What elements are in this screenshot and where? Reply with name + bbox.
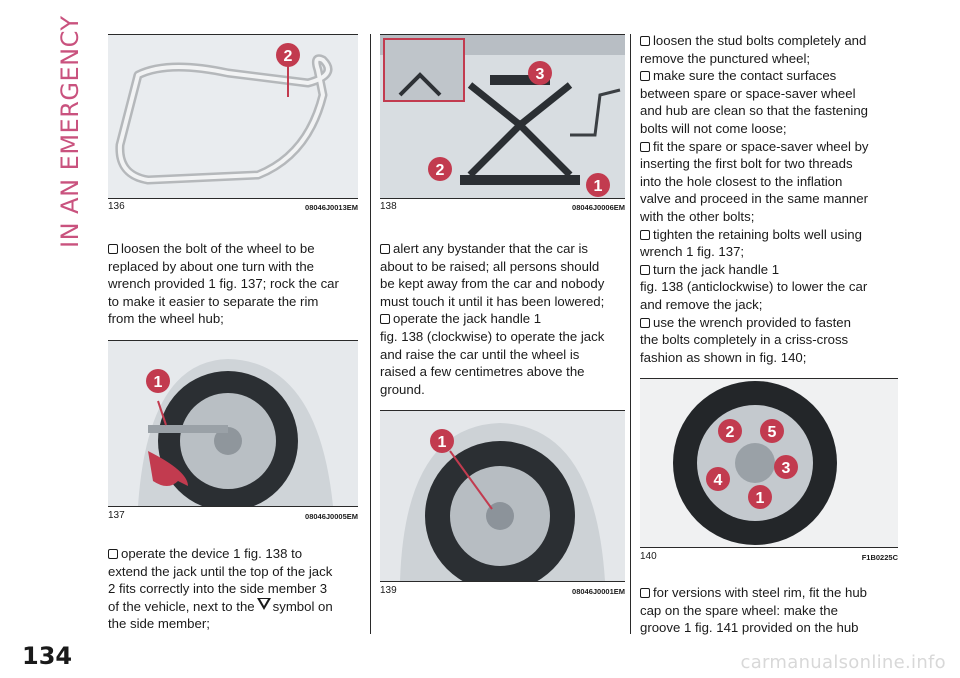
figure-137-image: 1: [108, 341, 358, 506]
figure-138: 3 2 1 138 08046J0006EM: [380, 34, 625, 214]
page-number: 134: [22, 642, 73, 670]
checkbox-bullet-icon: [380, 244, 390, 254]
checkbox-bullet-icon: [640, 588, 650, 598]
checkbox-bullet-icon: [108, 244, 118, 254]
watermark: carmanualsonline.info: [740, 652, 946, 673]
instruction-fit-hub-cap: for versions with steel rim, fit the hub…: [640, 585, 868, 636]
figure-140: 2 5 4 3 1 140 F1B0225C: [640, 378, 898, 568]
section-title-vertical: IN AN EMERGENCY: [56, 15, 84, 248]
column-divider: [630, 34, 631, 634]
figure-number: 138: [380, 201, 397, 212]
checkbox-bullet-icon: [640, 317, 650, 328]
instruction-alert-bystander: alert any bystander that the car is abou…: [380, 241, 605, 397]
figure-number: 139: [380, 585, 397, 596]
figure-137: 1 137 08046J0005EM: [108, 340, 358, 530]
svg-text:4: 4: [714, 472, 723, 489]
figure-code: 08046J0001EM: [572, 587, 625, 596]
figure-139: 1 139 08046J0001EM: [380, 410, 625, 605]
svg-text:1: 1: [594, 178, 603, 195]
svg-text:2: 2: [436, 162, 445, 179]
figure-136: 2 136 08046J0013EM: [108, 34, 358, 214]
svg-text:3: 3: [536, 66, 545, 83]
figure-code: 08046J0013EM: [305, 203, 358, 212]
svg-text:1: 1: [756, 490, 765, 507]
checkbox-bullet-icon: [640, 264, 650, 275]
instruction-extend-jack: operate the device 1 fig. 138 to extend …: [108, 546, 333, 632]
figure-138-image: 3 2 1: [380, 35, 625, 198]
svg-text:5: 5: [768, 424, 777, 441]
figure-number: 136: [108, 201, 125, 212]
svg-text:1: 1: [154, 374, 163, 391]
figure-136-image: 2: [108, 35, 358, 198]
checkbox-bullet-icon: [640, 71, 650, 82]
figure-139-image: 1: [380, 411, 625, 581]
checkbox-bullet-icon: [108, 549, 118, 559]
instruction-loosen-bolt: loosen the bolt of the wheel to be repla…: [108, 241, 339, 327]
svg-text:2: 2: [726, 424, 735, 441]
instructions-remove-fit-wheel: loosen the stud bolts completely and rem…: [640, 33, 869, 365]
svg-text:3: 3: [782, 460, 791, 477]
figure-140-image: 2 5 4 3 1: [640, 379, 898, 547]
checkbox-bullet-icon: [640, 141, 650, 152]
figure-code: F1B0225C: [861, 553, 898, 562]
figure-number: 137: [108, 510, 125, 521]
marker-label: 2: [284, 48, 293, 65]
checkbox-bullet-icon: [640, 229, 650, 240]
checkbox-bullet-icon: [640, 36, 650, 46]
jack-point-triangle-icon: [256, 597, 271, 610]
svg-text:1: 1: [438, 434, 447, 451]
column-divider: [370, 34, 371, 634]
checkbox-bullet-icon: [380, 314, 390, 325]
figure-code: 08046J0005EM: [305, 512, 358, 521]
figure-code: 08046J0006EM: [572, 203, 625, 212]
figure-number: 140: [640, 551, 657, 562]
